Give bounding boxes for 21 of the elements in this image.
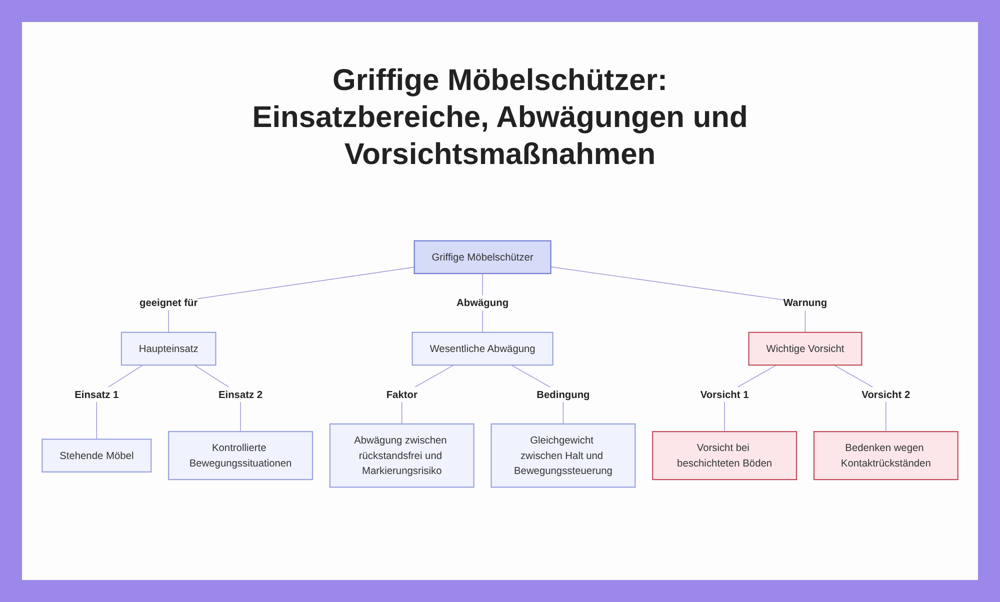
edge-label: Bedingung bbox=[536, 388, 590, 400]
node-box: Gleichgewicht zwischen Halt und Bewegungssteuerung bbox=[490, 423, 636, 488]
node-box: Stehende Möbel bbox=[42, 438, 152, 472]
edge-label: Vorsicht 2 bbox=[862, 388, 910, 400]
edge-label: Faktor bbox=[386, 388, 418, 400]
edge-label: Vorsicht 1 bbox=[700, 388, 749, 400]
edge-label: Einsatz 1 bbox=[74, 388, 119, 400]
node-box: Griffige Möbelschützer bbox=[414, 240, 552, 274]
edge-label: Warnung bbox=[783, 296, 828, 308]
node-box: Kontrollierte Bewegungssituationen bbox=[168, 431, 314, 480]
node-box: Abwägung zwischen rückstandsfrei und Markierungsrisiko bbox=[329, 423, 474, 488]
edge-label: Abwägung bbox=[456, 296, 509, 308]
node-box: Vorsicht bei beschichteten Böden bbox=[652, 431, 798, 480]
node-box: Haupteinsatz bbox=[120, 332, 216, 366]
edge-label: geeignet für bbox=[139, 296, 198, 308]
node-box: Bedenken wegen Kontaktrückständen bbox=[813, 431, 958, 480]
edge-label: Einsatz 2 bbox=[218, 388, 263, 400]
diagram-title: Griffige Möbelschützer: Einsatzbereiche, Abwägungen und Vorsichtsmaßnahmen bbox=[251, 63, 749, 173]
node-box: Wesentliche Abwägung bbox=[412, 332, 554, 366]
node-box: Wichtige Vorsicht bbox=[748, 332, 862, 366]
connector bbox=[550, 266, 806, 333]
